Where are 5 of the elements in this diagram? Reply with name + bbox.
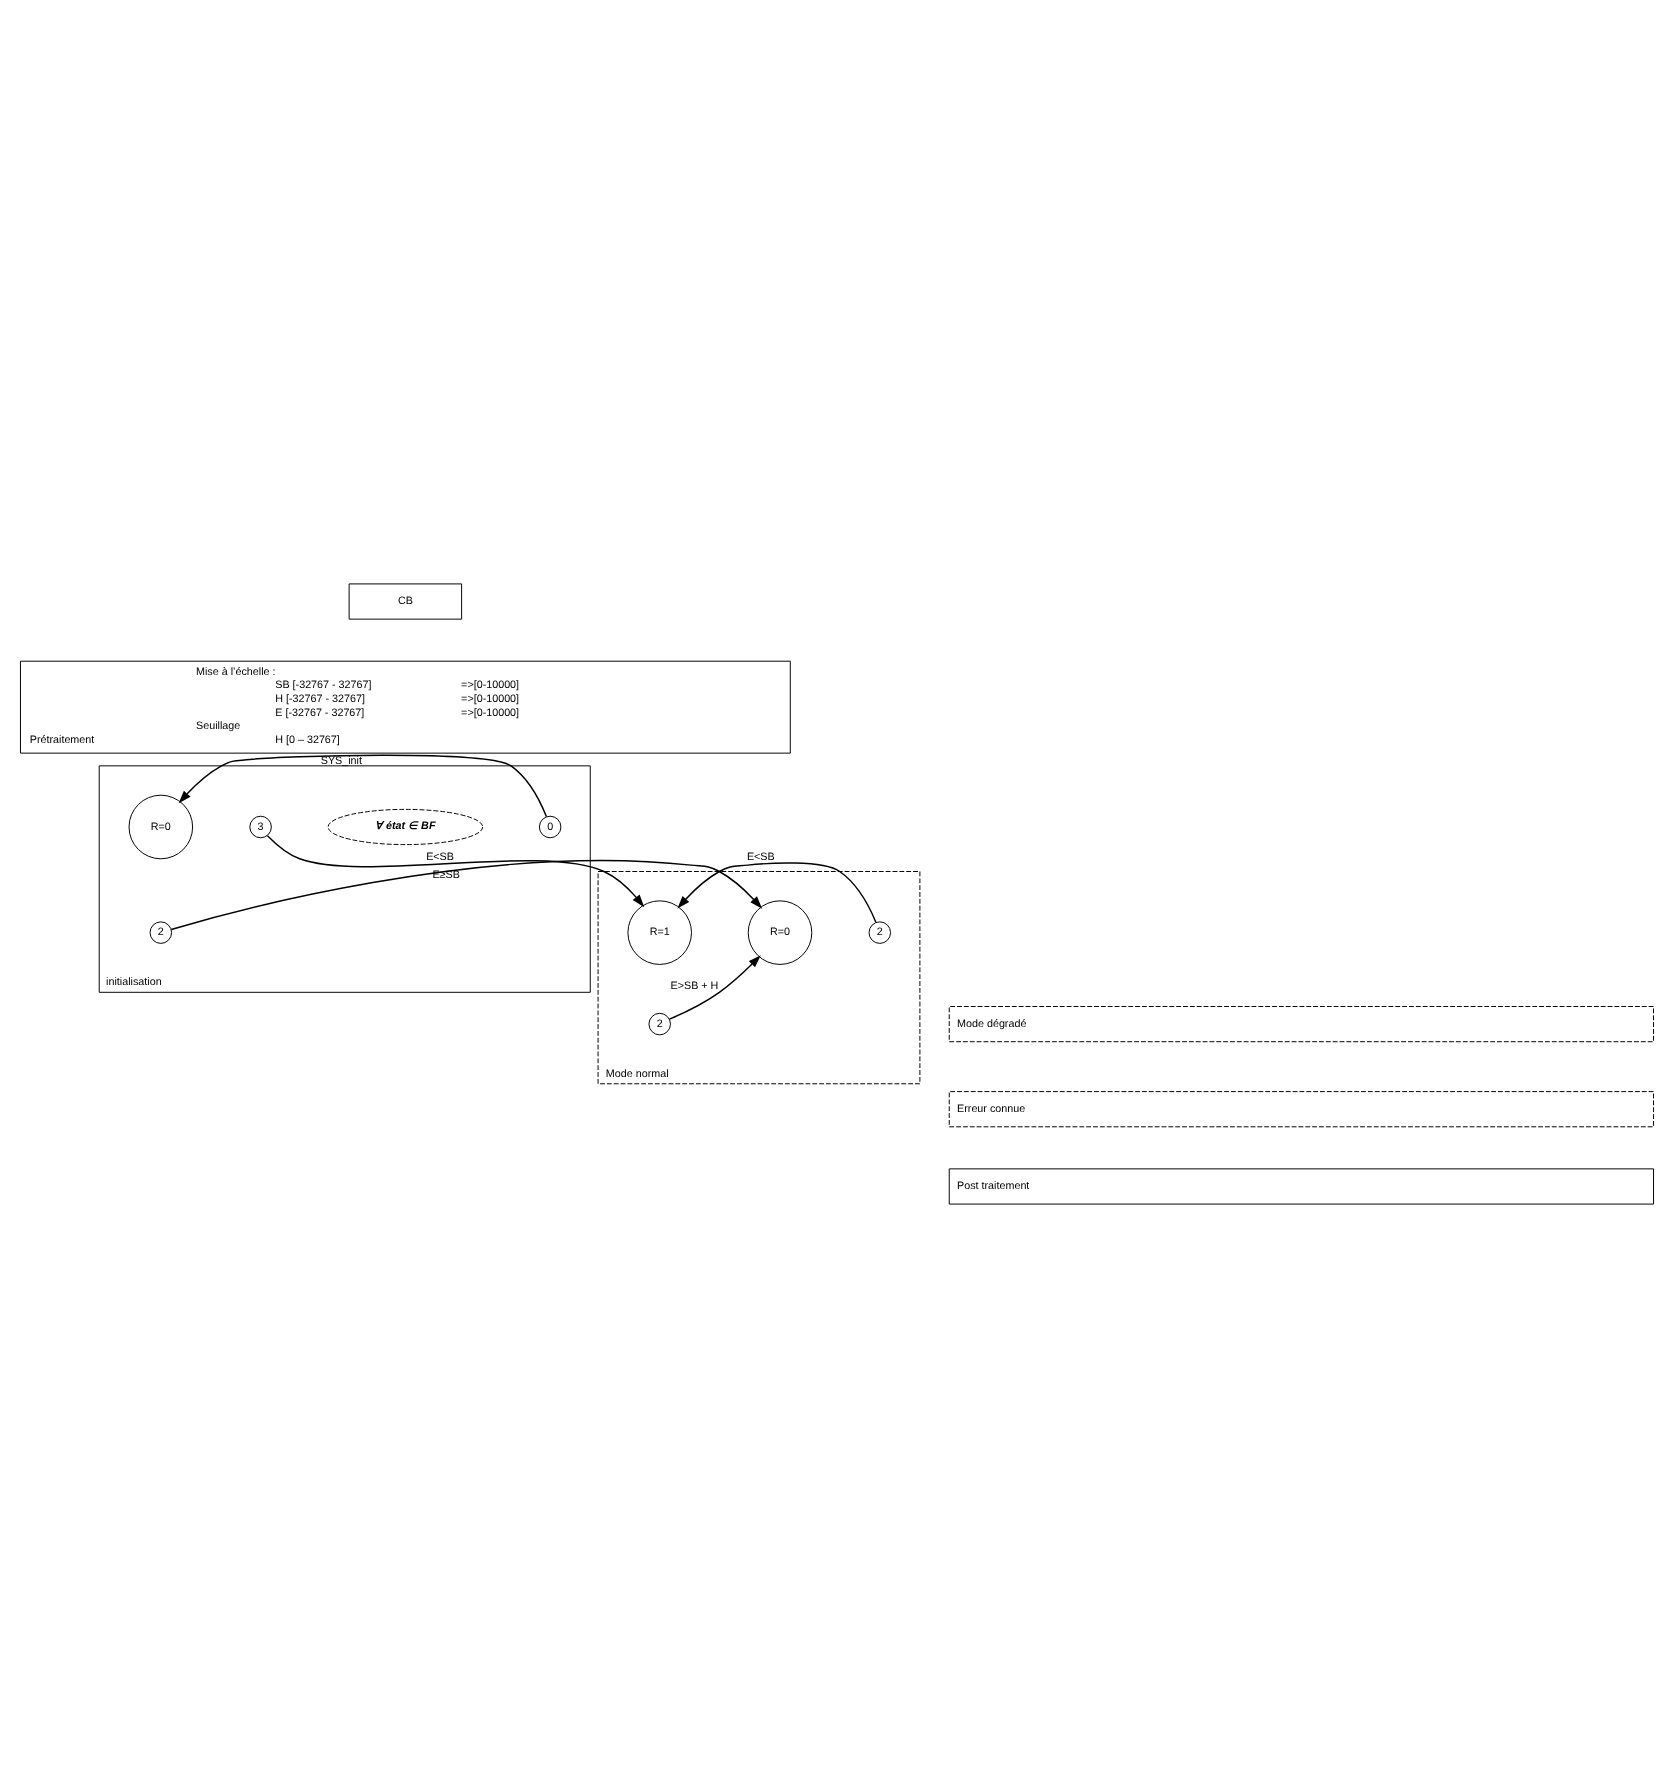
- arrow: [677, 861, 877, 922]
- arrow: [266, 833, 645, 907]
- arrow: [178, 753, 548, 817]
- arrow: [170, 859, 763, 930]
- arrow: [668, 954, 761, 1019]
